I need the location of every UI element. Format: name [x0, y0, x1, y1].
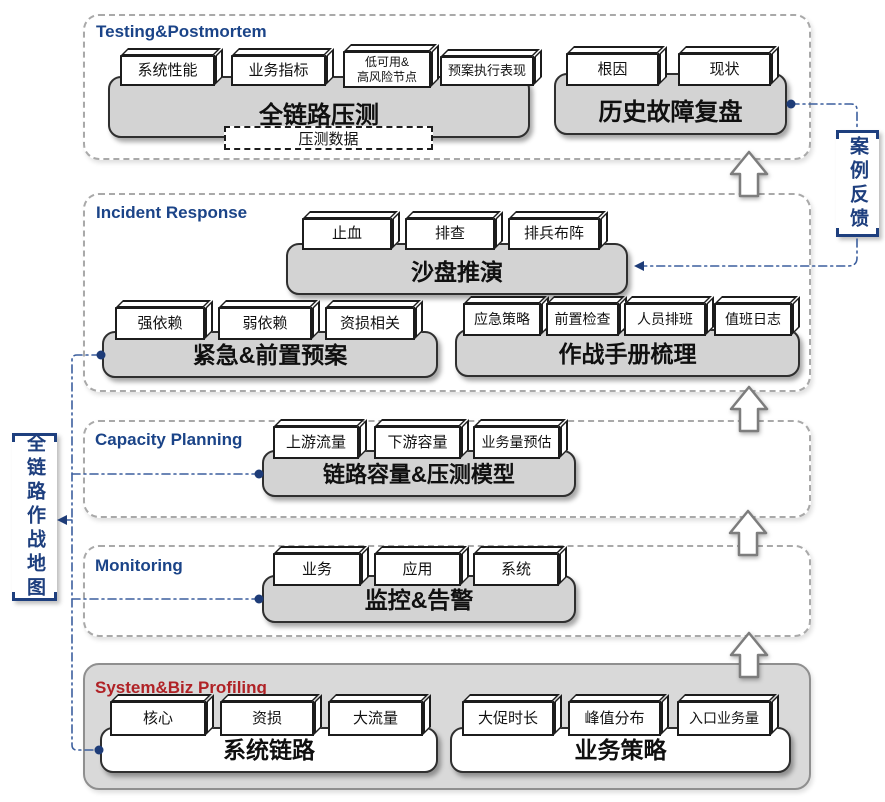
- item-box: 业务量预估: [473, 426, 560, 459]
- item-box: 根因: [566, 53, 659, 86]
- item-box: 系统: [473, 553, 559, 586]
- item-box: 止血: [302, 218, 392, 250]
- item-box: 下游容量: [374, 426, 461, 459]
- item-box: 排查: [405, 218, 495, 250]
- item-box: 业务指标: [231, 55, 326, 86]
- item-box: 资损相关: [325, 307, 415, 340]
- item-box: 应急策略: [463, 303, 541, 336]
- case-feedback-label: 案例反馈: [836, 130, 879, 237]
- item-box: 现状: [678, 53, 771, 86]
- full-link-battle-map-label: 全链路作战地图: [12, 433, 57, 601]
- item-box: 上游流量: [273, 426, 359, 459]
- item-box: 资损: [220, 701, 314, 736]
- item-box: 人员排班: [624, 303, 706, 336]
- section-title-testing-postmortem: Testing&Postmortem: [96, 22, 267, 41]
- arrowhead-left-icon: [57, 515, 67, 525]
- item-box: 核心: [110, 701, 206, 736]
- up-arrow-icon: [729, 385, 769, 433]
- section-title-system-biz-profiling: System&Biz Profiling: [95, 678, 267, 697]
- item-box: 弱依赖: [218, 307, 312, 340]
- item-box: 系统性能: [120, 55, 215, 86]
- item-box: 大流量: [328, 701, 423, 736]
- item-box: 低可用& 高风险节点: [343, 51, 431, 88]
- item-box: 前置检查: [546, 303, 619, 336]
- item-box: 峰值分布: [568, 701, 661, 736]
- load-test-data-box: 压测数据: [224, 126, 433, 150]
- up-arrow-icon: [729, 631, 769, 679]
- section-title-monitoring: Monitoring: [95, 556, 183, 575]
- section-title-capacity-planning: Capacity Planning: [95, 430, 243, 449]
- item-box: 值班日志: [714, 303, 792, 336]
- item-box: 强依赖: [115, 307, 205, 340]
- item-box: 大促时长: [462, 701, 554, 736]
- item-box: 预案执行表现: [440, 56, 534, 86]
- up-arrow-icon: [729, 150, 769, 198]
- item-box: 入口业务量: [677, 701, 771, 736]
- playbook-box: 作战手册梳理: [455, 329, 800, 377]
- item-box: 排兵布阵: [508, 218, 600, 250]
- item-box: 业务: [273, 553, 361, 586]
- section-title-incident-response: Incident Response: [96, 203, 248, 222]
- item-box: 应用: [374, 553, 461, 586]
- sandbox-drill-box: 沙盘推演: [286, 243, 628, 295]
- up-arrow-icon: [728, 509, 768, 557]
